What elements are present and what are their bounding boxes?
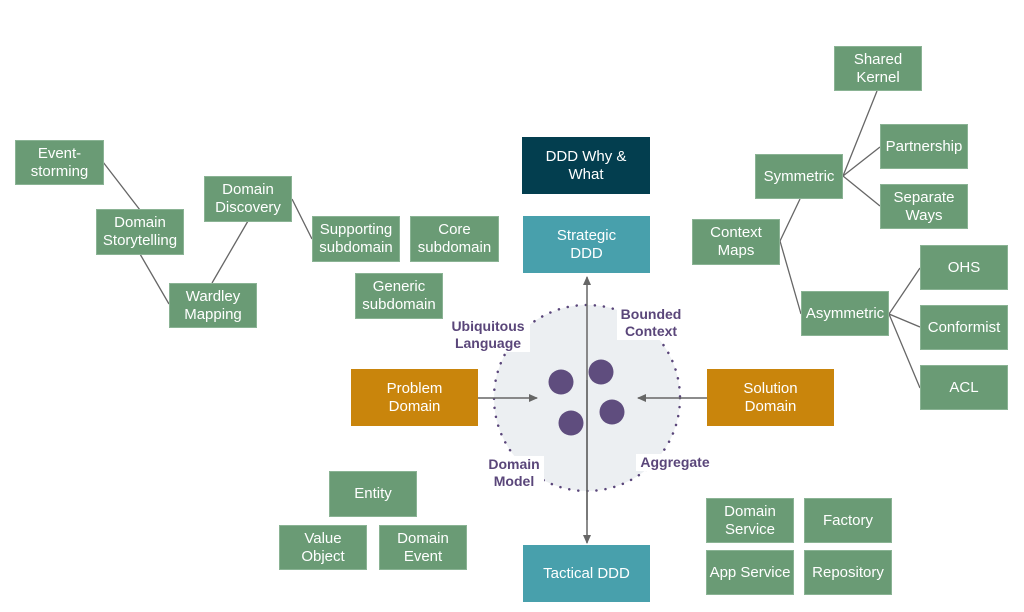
link-asymmetric-ohs	[888, 267, 921, 315]
link-asymmetric-acl	[888, 313, 921, 389]
ohs-box[interactable]: OHS	[920, 245, 1008, 290]
link-discovery-supporting	[291, 198, 313, 240]
entity-box[interactable]: Entity	[329, 471, 417, 517]
concept-dot	[588, 359, 614, 385]
problem-domain-box[interactable]: Problem Domain	[351, 369, 478, 426]
domain-discovery-box[interactable]: Domain Discovery	[204, 176, 292, 222]
acl-box[interactable]: ACL	[920, 365, 1008, 410]
partnership-box[interactable]: Partnership	[880, 124, 968, 169]
bounded-context-label: Bounded Context	[617, 306, 685, 340]
strategic-ddd-box[interactable]: Strategic DDD	[523, 216, 650, 273]
supporting-subdomain-box[interactable]: Supporting subdomain	[312, 216, 400, 262]
link-asymmetric-conformist	[888, 313, 921, 328]
asymmetric-box[interactable]: Asymmetric	[801, 291, 889, 336]
shared-kernel-box[interactable]: Shared Kernel	[834, 46, 922, 91]
link-storytelling-wardley	[139, 253, 170, 305]
domain-service-box[interactable]: Domain Service	[706, 498, 794, 543]
wardley-mapping-box[interactable]: Wardley Mapping	[169, 283, 257, 328]
domain-event-box[interactable]: Domain Event	[379, 525, 467, 570]
ubiquitous-language-label: Ubiquitous Language	[446, 318, 530, 352]
conformist-box[interactable]: Conformist	[920, 305, 1008, 350]
symmetric-box[interactable]: Symmetric	[755, 154, 843, 199]
link-eventstorming-storytelling	[102, 161, 141, 211]
separate-ways-box[interactable]: Separate Ways	[880, 184, 968, 229]
link-symmetric-partnership	[842, 146, 881, 177]
domain-model-label: Domain Model	[484, 456, 544, 490]
aggregate-label: Aggregate	[636, 454, 714, 471]
link-wardley-discovery	[211, 220, 249, 284]
ddd-why-what-box[interactable]: DDD Why & What	[522, 137, 650, 194]
event-storming-box[interactable]: Event- storming	[15, 140, 104, 185]
link-contextmaps-symmetric	[779, 198, 801, 242]
link-symmetric-separateways	[842, 175, 881, 207]
app-service-box[interactable]: App Service	[706, 550, 794, 595]
domain-storytelling-box[interactable]: Domain Storytelling	[96, 209, 184, 255]
generic-subdomain-box[interactable]: Generic subdomain	[355, 273, 443, 319]
factory-box[interactable]: Factory	[804, 498, 892, 543]
concept-dot	[548, 369, 574, 395]
repository-box[interactable]: Repository	[804, 550, 892, 595]
context-maps-box[interactable]: Context Maps	[692, 219, 780, 265]
solution-domain-box[interactable]: Solution Domain	[707, 369, 834, 426]
core-subdomain-box[interactable]: Core subdomain	[410, 216, 499, 262]
tactical-ddd-box[interactable]: Tactical DDD	[523, 545, 650, 602]
concept-dot	[558, 410, 584, 436]
concept-dot	[599, 399, 625, 425]
link-contextmaps-asymmetric	[779, 240, 802, 315]
link-symmetric-sharedkernel	[842, 90, 878, 177]
value-object-box[interactable]: Value Object	[279, 525, 367, 570]
